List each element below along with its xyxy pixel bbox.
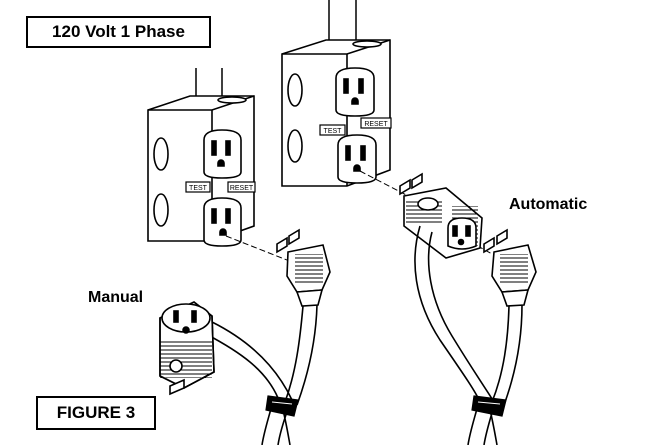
- manual-label: Manual: [88, 289, 144, 306]
- page-title: 120 Volt 1 Phase: [26, 16, 211, 48]
- connection-dashes: [225, 170, 493, 263]
- figure-label: FIGURE 3: [36, 396, 156, 430]
- right-outlet-upper: [335, 67, 375, 117]
- right-reset-button: RESET: [360, 117, 392, 129]
- manual-female-connector: [159, 301, 215, 396]
- automatic-adapter: [399, 172, 483, 259]
- automatic-label: Automatic: [509, 196, 588, 213]
- left-test-button: TEST: [185, 181, 211, 193]
- manual-plug: [276, 228, 331, 307]
- right-reset-label: RESET: [364, 121, 388, 128]
- left-outlet-upper: [203, 129, 242, 179]
- left-outlet-lower: [203, 197, 242, 247]
- right-outlet-lower: [337, 134, 377, 184]
- manual-cord: [205, 304, 318, 445]
- left-reset-button: RESET: [227, 181, 256, 193]
- automatic-plug: [483, 228, 537, 307]
- left-reset-label: RESET: [230, 185, 254, 192]
- right-test-button: TEST: [319, 124, 346, 136]
- right-test-label: TEST: [324, 128, 343, 135]
- manual-cord-tape: [265, 395, 299, 417]
- left-test-label: TEST: [189, 185, 208, 192]
- automatic-cord-tape: [471, 395, 507, 417]
